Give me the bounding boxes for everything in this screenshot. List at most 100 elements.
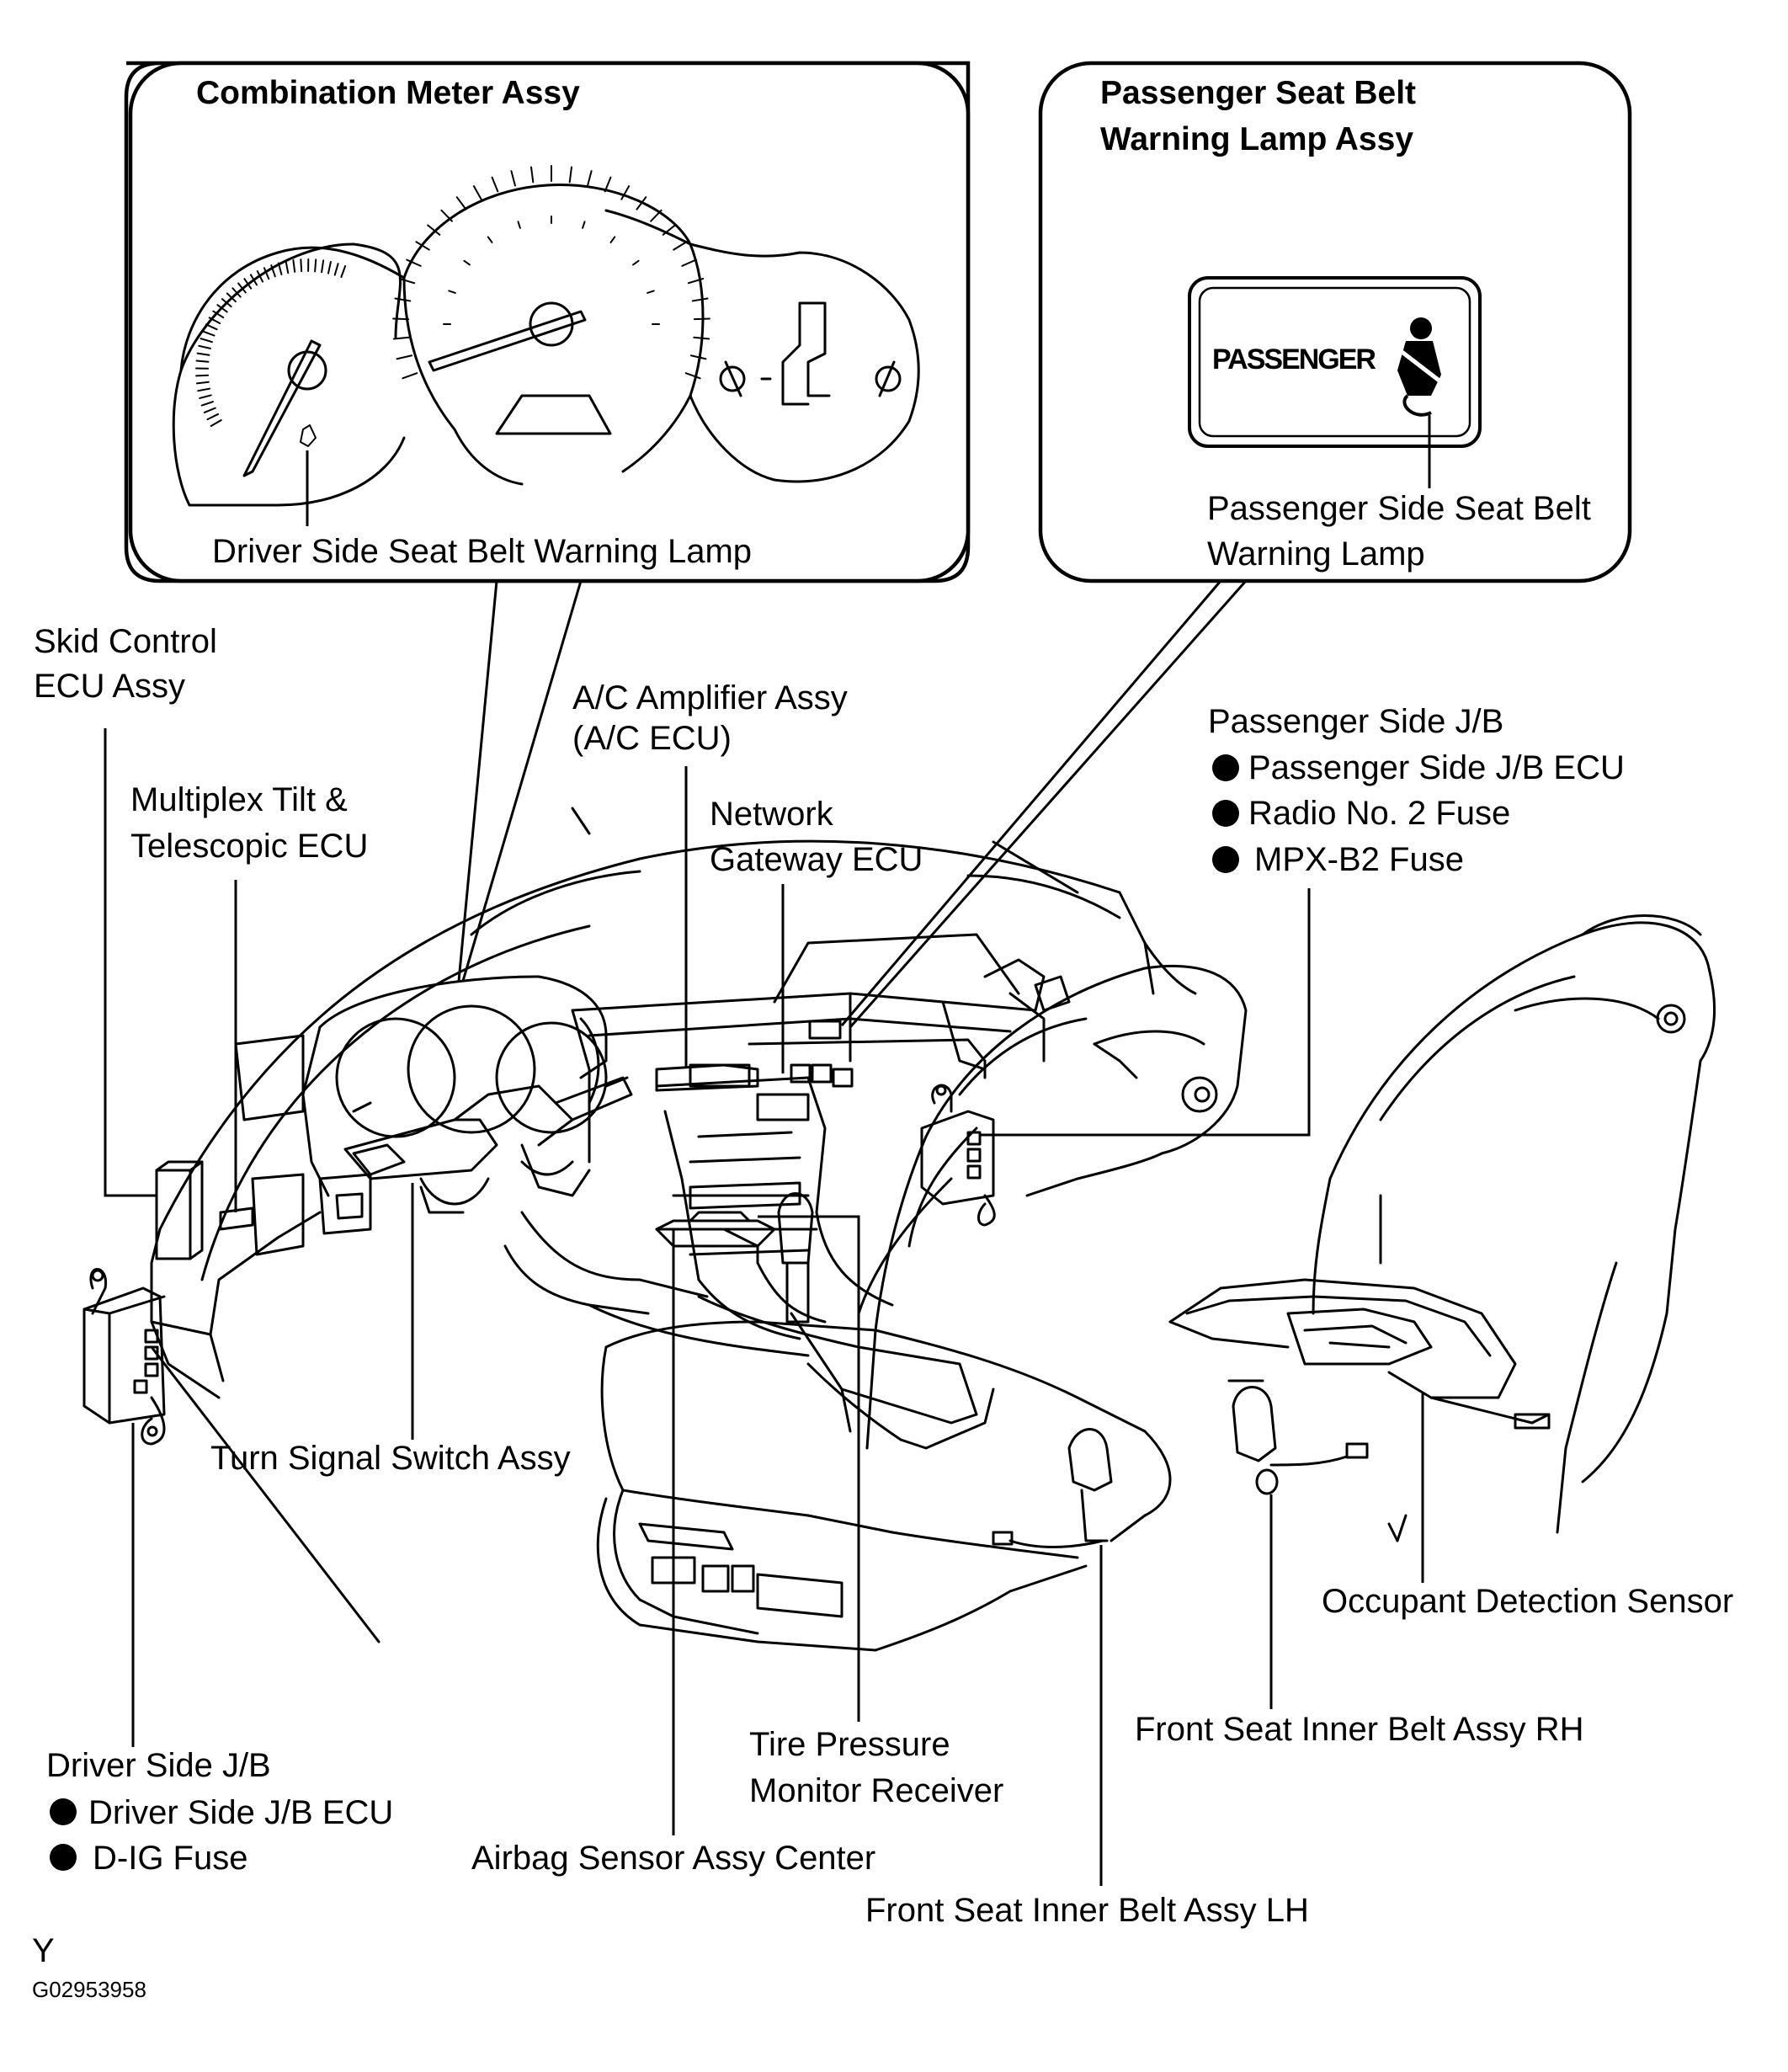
driver-seatbelt-warning-icon (300, 424, 317, 447)
gauge-tick (398, 278, 416, 285)
gauge-tick (517, 221, 521, 229)
gauge-tick (340, 264, 347, 279)
gauge-tick (530, 166, 535, 184)
gauge-tick (681, 258, 697, 267)
bullet-icon (1212, 754, 1239, 781)
gauge-ticks (195, 165, 710, 427)
driver-jb-title: Driver Side J/B (46, 1747, 271, 1784)
gauge-tick (396, 354, 413, 360)
gauge-tick (406, 258, 422, 267)
gauge-tick (205, 323, 218, 331)
gauge-tick (270, 264, 276, 278)
gauge-tick (448, 290, 456, 294)
gauge-tick (568, 166, 572, 184)
gauge-tick (237, 282, 247, 294)
gauge-tick (691, 297, 709, 302)
gauge-tick (693, 336, 710, 340)
gauge-tick (195, 360, 210, 363)
gauge-tick (472, 185, 482, 200)
gauge-tick (392, 317, 410, 321)
gauge-tick (455, 196, 467, 210)
skid-control-label-line2: ECU Assy (34, 668, 185, 705)
passenger-jb-item-1: Passenger Side J/B ECU (1248, 749, 1625, 786)
gauge-tick (277, 262, 283, 276)
passenger-jb-item-2: Radio No. 2 Fuse (1248, 795, 1510, 832)
gauge-tick (263, 267, 270, 280)
footer-code: G02953958 (32, 1977, 146, 2002)
gauge-tick (689, 354, 707, 360)
gauge-tick (256, 270, 264, 283)
passenger-lamp-callout: Passenger Seat Belt Warning Lamp Assy PA… (840, 61, 1632, 1028)
passenger-jb-title: Passenger Side J/B (1208, 703, 1503, 740)
skid-control-leader (104, 728, 157, 1197)
skid-control-label-line1: Skid Control (34, 623, 217, 660)
tire-pressure-label-line1: Tire Pressure (749, 1726, 950, 1763)
multiplex-label-line1: Multiplex Tilt & (130, 781, 348, 818)
gauge-tick (687, 278, 705, 285)
airbag-sensor-label: Airbag Sensor Assy Center (471, 1840, 875, 1877)
passenger-lamp-label-line1: Passenger Side Seat Belt (1207, 490, 1591, 527)
gauge-tick (197, 387, 210, 392)
gauge-tick (582, 221, 586, 229)
gauge-tick (243, 278, 253, 290)
driver-jb-item-2: D-IG Fuse (93, 1840, 247, 1877)
gauge-tick (203, 407, 216, 413)
gauge-tick (249, 274, 258, 286)
gauge-tick (231, 287, 242, 298)
gauge-tick (394, 297, 412, 302)
passenger-lamp-title-line2: Warning Lamp Assy (1100, 121, 1413, 157)
bullet-icon (50, 1844, 77, 1871)
gauge-tick (314, 258, 317, 273)
seatbelt-warning-icon (1392, 317, 1450, 417)
bullet-icon (1212, 800, 1239, 827)
gauge-tick (292, 259, 296, 273)
network-gateway-label-line2: Gateway ECU (710, 841, 923, 878)
gauge-tick (440, 209, 453, 222)
gauge-tick (199, 394, 212, 399)
gauge-tick (427, 224, 441, 236)
gauge-tick (285, 260, 290, 274)
combination-meter-callout: Combination Meter Assy (124, 61, 971, 982)
gauge-tick (333, 263, 339, 276)
multiplex-label-line2: Telescopic ECU (130, 828, 368, 865)
dashboard-outline (82, 807, 1716, 1652)
gauge-tick (327, 260, 332, 274)
gauge-tick (392, 336, 410, 340)
gauge-tick (673, 241, 688, 251)
gauge-tick (321, 259, 325, 274)
gauge-tick (210, 419, 222, 427)
network-gateway-label-line1: Network (710, 796, 834, 833)
gauge-tick (650, 209, 663, 222)
driver-jb-item-1: Driver Side J/B ECU (88, 1794, 393, 1831)
gauge-tick (636, 196, 647, 210)
gauge-tick (221, 298, 232, 308)
gauge-tick (487, 236, 493, 243)
gauge-tick (587, 170, 593, 187)
occupant-sensor-label: Occupant Detection Sensor (1322, 1583, 1733, 1620)
tire-pressure-leader (758, 1215, 860, 1722)
bullet-icon (1212, 846, 1239, 873)
gauge-tick (200, 338, 213, 344)
gauge-tick (206, 413, 220, 421)
belt-rh-label: Front Seat Inner Belt Assy RH (1135, 1711, 1584, 1748)
belt-lh-label: Front Seat Inner Belt Assy LH (865, 1892, 1309, 1929)
gauge-tick (609, 236, 616, 243)
ac-amplifier-label-line1: A/C Amplifier Assy (572, 679, 848, 716)
tire-pressure-label-line2: Monitor Receiver (749, 1772, 1003, 1809)
gauge-tick (208, 317, 221, 324)
gauge-tick (402, 372, 418, 380)
passenger-lamp-title-line1: Passenger Seat Belt (1100, 75, 1416, 111)
passenger-jb-item-3: MPX-B2 Fuse (1254, 841, 1464, 878)
gauge-tick (216, 304, 228, 313)
bullet-icon (50, 1798, 77, 1825)
footer-letter: Y (32, 1932, 55, 1969)
gauge-tick (632, 259, 640, 266)
gauge-tick (415, 241, 430, 251)
gauge-tick (693, 317, 710, 321)
gauge-tick (195, 381, 210, 385)
gauge-tick (200, 401, 214, 407)
passenger-panel-text: PASSENGER (1212, 344, 1376, 376)
passenger-jb-leader (981, 888, 1311, 1137)
gauge-tick (662, 224, 676, 236)
gauge-tick (198, 344, 211, 349)
